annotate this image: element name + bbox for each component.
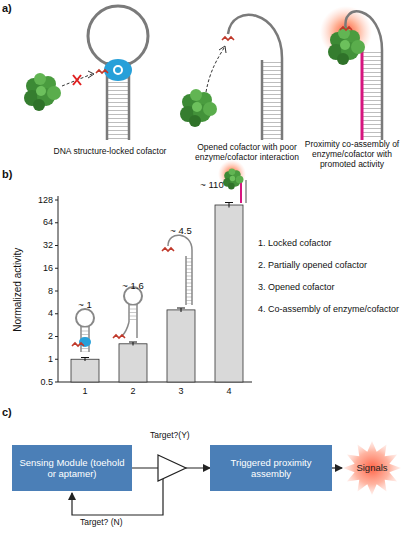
tick-label: 2 [22, 331, 53, 341]
legend-entry: 4. Co-assembly of enzyme/cofactor [258, 304, 400, 314]
approach-arrow [206, 48, 224, 92]
value-label: ~ 4.5 [161, 226, 201, 237]
signal-burst: Signals [342, 440, 402, 496]
node-text: Triggered proximity assembly [215, 457, 327, 480]
edge-label: Target?(Y) [150, 431, 190, 441]
block-cross [73, 75, 81, 85]
caption: Opened cofactor with poor enzyme/cofacto… [192, 143, 302, 163]
branch-label: Target? (N) [80, 518, 150, 528]
dna-strand [261, 60, 264, 140]
tick-label: 4 [219, 386, 239, 396]
decision-triangle [158, 455, 186, 481]
legend-entry: 3. Opened cofactor [258, 282, 400, 292]
caption: DNA structure-locked cofactor [30, 147, 190, 157]
tick-label: 2 [123, 386, 143, 396]
opened-strand [228, 15, 282, 140]
tick-label: 4 [22, 308, 53, 318]
tick-label: 3 [171, 386, 191, 396]
legend-entry: 2. Partially opened cofactor [258, 260, 400, 270]
enzyme [24, 73, 61, 111]
cofactor [96, 70, 108, 73]
enzyme [328, 27, 365, 65]
tick-label: 128 [22, 195, 53, 205]
panel-letter: b) [2, 168, 32, 181]
opened-icon [162, 235, 192, 305]
arrow-head [219, 46, 226, 53]
bar [215, 205, 243, 382]
tick-label: 0.5 [22, 377, 53, 387]
hairpin-loop [88, 6, 148, 66]
legend-entry: 1. Locked cofactor [258, 238, 400, 248]
target-strand [361, 50, 364, 140]
y-ticks [55, 200, 58, 382]
burst-outline [343, 441, 401, 495]
process-box: Sensing Module (toehold or aptamer) [12, 445, 132, 491]
locked-icon [72, 309, 94, 352]
enzyme [180, 89, 217, 127]
base-pairs [263, 62, 281, 140]
cofactor [340, 27, 352, 30]
node-text: Signals [356, 462, 387, 473]
bar [119, 344, 147, 382]
bar [71, 359, 99, 382]
panel-letter: a) [2, 2, 32, 15]
value-label: ~ 1.6 [113, 281, 153, 292]
axis-title: Normalized activity [12, 230, 24, 350]
lock-block [104, 59, 132, 81]
tick-label: 64 [22, 217, 53, 227]
tick-label: 8 [22, 286, 53, 296]
tick-label: 16 [22, 263, 53, 273]
node-text: Sensing Module (toehold or aptamer) [17, 457, 127, 480]
partial-icon [113, 287, 142, 338]
value-label: ~ 110 [192, 180, 232, 191]
tick-label: 1 [75, 386, 95, 396]
lock-hole [114, 66, 122, 74]
process-box: Triggered proximity assembly [210, 445, 332, 491]
error-bars [81, 203, 233, 362]
approach-arrow [62, 74, 92, 86]
tick-label: 32 [22, 240, 53, 250]
value-label: ~ 1 [65, 300, 105, 311]
panel-letter: c) [2, 406, 32, 419]
base-pairs [363, 52, 381, 140]
arrow-head [88, 71, 94, 78]
cofactor [222, 37, 234, 40]
caption: Proximity co-assembly of enzyme/cofactor… [302, 140, 402, 169]
tick-label: 1 [22, 354, 53, 364]
y-axis [58, 196, 59, 382]
flow-arrow [332, 467, 342, 468]
bar [167, 310, 195, 382]
